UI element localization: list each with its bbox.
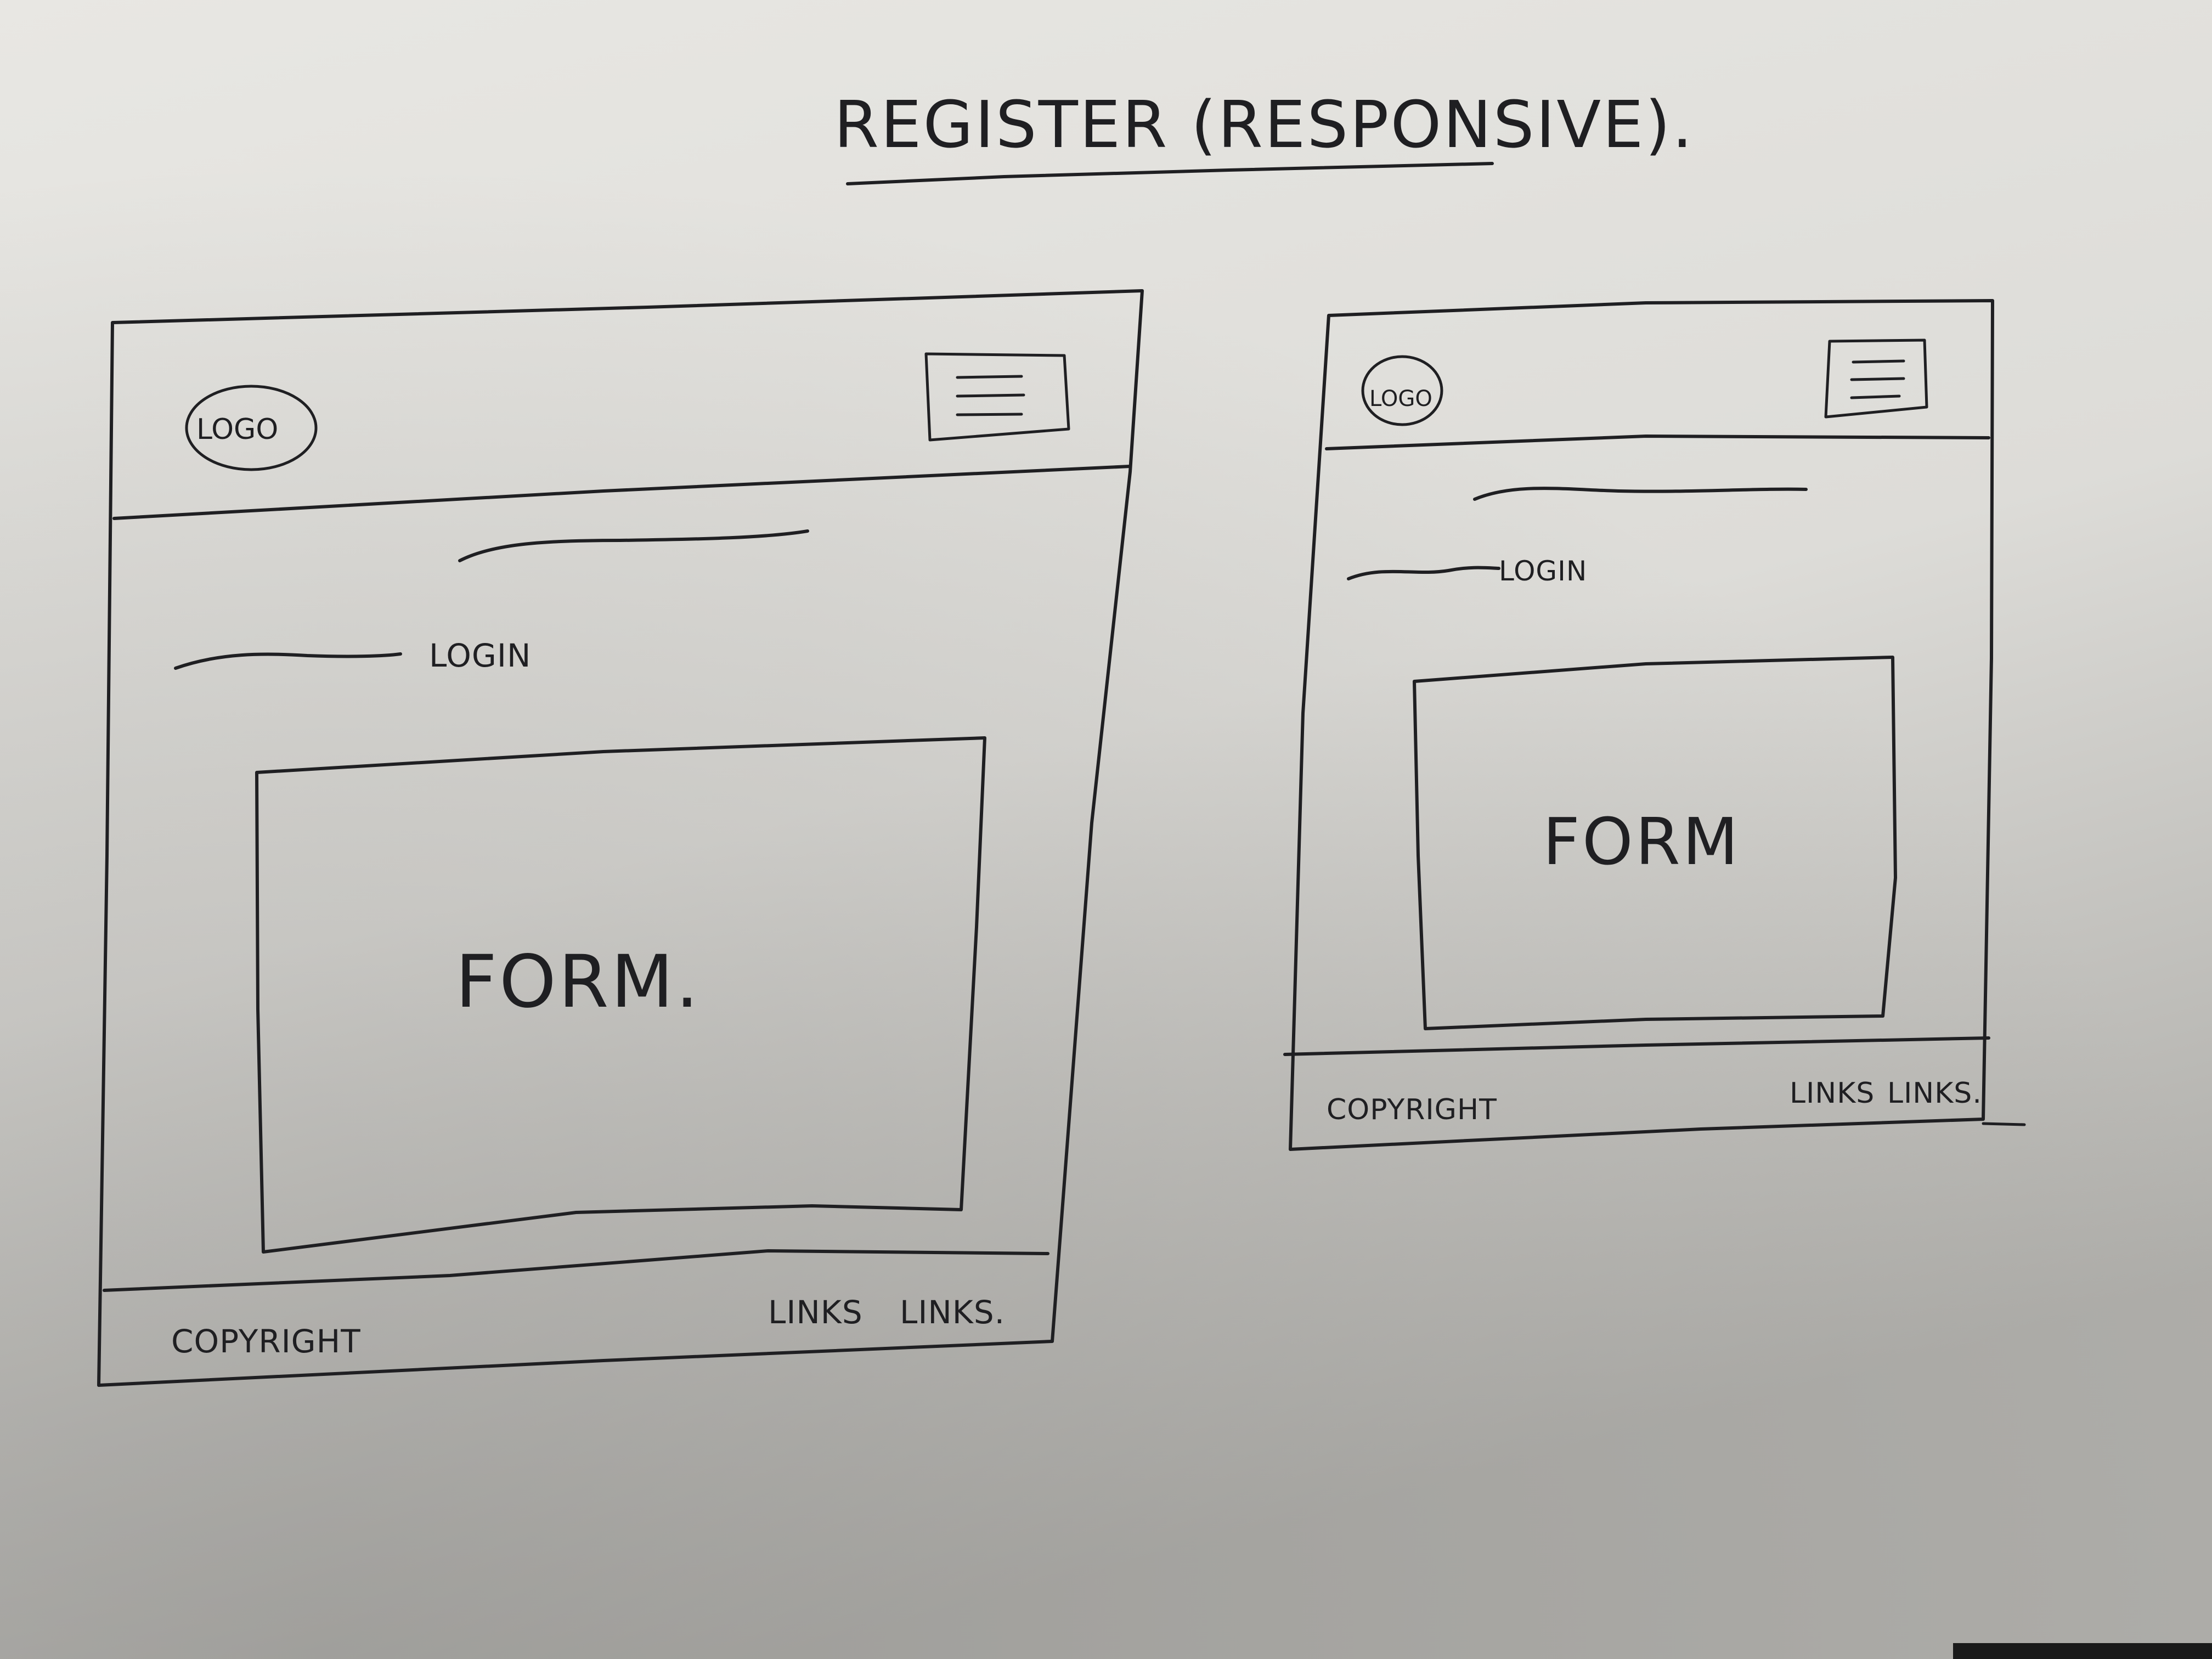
mobile-footer-tail — [1982, 1122, 2026, 1126]
mobile-form-box — [1413, 656, 1897, 1030]
mobile-header-divider — [1325, 435, 1990, 450]
mobile-frame-outline — [1289, 299, 1994, 1151]
mobile-login-link[interactable]: LOGIN — [1499, 555, 1587, 587]
desktop-text-placeholder — [174, 652, 402, 670]
title-underline — [846, 162, 1494, 185]
mobile-form-label: FORM — [1543, 804, 1741, 879]
desktop-logo-circle — [185, 385, 318, 471]
mobile-logo-label: LOGO — [1369, 386, 1432, 411]
mobile-hamburger-menu-icon[interactable] — [1824, 338, 1928, 419]
mobile-wireframe: LOGO LOGIN FORM COPYRIGHT LINKS LINKS. — [1283, 299, 2026, 1151]
mobile-link-1[interactable]: LINKS — [1790, 1077, 1875, 1110]
desktop-link-2[interactable]: LINKS. — [900, 1294, 1005, 1331]
mobile-logo-circle — [1361, 355, 1443, 426]
mobile-text-placeholder — [1347, 566, 1500, 580]
desktop-heading-placeholder — [458, 529, 809, 562]
desktop-form-box — [255, 736, 986, 1254]
desktop-wireframe: LOGO LOGIN FORM. COPYRIGHT LINKS LINKS. — [97, 289, 1144, 1387]
desktop-copyright: COPYRIGHT — [171, 1323, 361, 1360]
desktop-logo-label: LOGO — [196, 413, 278, 446]
desktop-login-link[interactable]: LOGIN — [429, 637, 531, 674]
desktop-header-divider — [112, 465, 1132, 520]
desktop-footer-divider — [103, 1249, 1049, 1292]
desktop-form-label: FORM. — [455, 940, 701, 1024]
desktop-link-1[interactable]: LINKS — [768, 1294, 863, 1331]
desktop-hamburger-menu-icon[interactable] — [924, 352, 1070, 442]
table-edge — [1953, 1643, 2212, 1659]
mobile-heading-placeholder — [1473, 487, 1808, 501]
desktop-frame-outline — [97, 289, 1144, 1387]
mobile-footer-divider — [1283, 1036, 1990, 1056]
mobile-link-2[interactable]: LINKS. — [1887, 1077, 1982, 1110]
page-title: REGISTER (RESPONSIVE). — [834, 87, 1694, 162]
mobile-copyright: COPYRIGHT — [1327, 1093, 1497, 1126]
